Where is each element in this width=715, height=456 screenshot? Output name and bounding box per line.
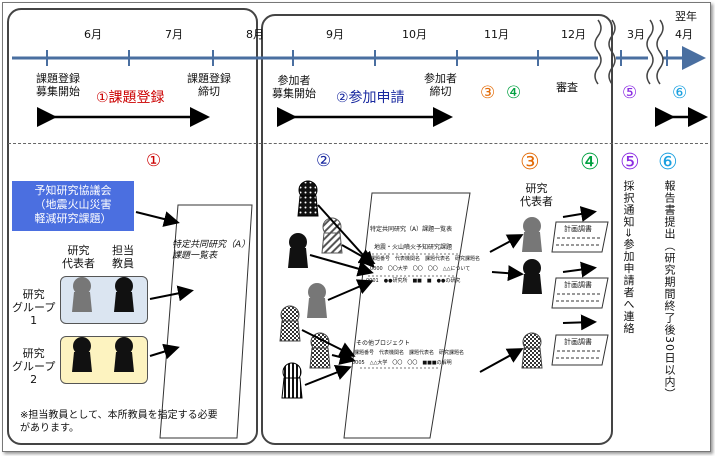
outer-frame bbox=[2, 2, 711, 452]
group1-label: 研究 グループ 1 bbox=[12, 288, 56, 327]
month-10: 10月 bbox=[402, 28, 427, 41]
section-divider bbox=[8, 143, 708, 144]
month-12: 12月 bbox=[561, 28, 586, 41]
panel-phase2 bbox=[261, 14, 613, 445]
section2-sheet-head: 課題番号 代表機関名 課題代表名 研究課題名 bbox=[370, 256, 481, 262]
month-8: 8月 bbox=[246, 28, 264, 41]
month-7: 7月 bbox=[165, 28, 183, 41]
section1-sheet-title: 特定共同研究（A） 課題一覧表 bbox=[172, 240, 251, 261]
section2-sheet-sub1: 地震・火山噴火予知研究課題 bbox=[374, 244, 453, 251]
month-6: 6月 bbox=[84, 28, 102, 41]
event-part-start: 参加者 募集開始 bbox=[272, 74, 316, 100]
timeline-axis bbox=[12, 19, 706, 85]
month-3: 3月 bbox=[627, 28, 645, 41]
section3-mark: ③ bbox=[520, 150, 540, 175]
section2-applicants bbox=[279, 180, 343, 399]
section2-sheet-title: 特定共同研究（A）課題一覧表 bbox=[370, 226, 453, 233]
col-staff-label: 担当 教員 bbox=[112, 244, 134, 270]
section5-mark: ⑤ bbox=[620, 150, 640, 175]
section5-text: 採択通知⇒参加申請者へ連絡 bbox=[622, 180, 635, 335]
section3-rep-label: 研究 代表者 bbox=[520, 182, 553, 208]
section1-note: ※担当教員として、本所教員を指定する必要 があります。 bbox=[20, 410, 218, 434]
col-rep-label: 研究 代表者 bbox=[62, 244, 95, 270]
section2-sheet-sub2: その他プロジェクト bbox=[356, 340, 411, 347]
section1-mark: ① bbox=[146, 151, 162, 171]
event-app-start: 課題登録 募集開始 bbox=[36, 72, 80, 98]
section6-text: 報告書提出（研究期間終了後30日以内） bbox=[663, 180, 676, 400]
doc1-title: 計画調書 bbox=[564, 225, 592, 233]
phase2-label: ②参加申請 bbox=[336, 90, 405, 106]
section1-sheet bbox=[159, 204, 253, 439]
section2-sheet-row1: 0000 〇〇大学 〇〇 〇〇 △△について bbox=[370, 266, 471, 272]
section6-mark: ⑥ bbox=[658, 150, 678, 175]
month-4: 4月 bbox=[675, 28, 693, 41]
phase5-mark: ⑤ bbox=[622, 83, 638, 103]
section2-sheet-row2: 0001 ●●研究所 ■■ ■ ●●の研究 bbox=[366, 278, 461, 284]
phase1-label: ①課題登録 bbox=[96, 90, 165, 106]
event-part-end: 参加者 締切 bbox=[424, 72, 457, 98]
section4-mark: ④ bbox=[580, 150, 600, 175]
phase6-mark: ⑥ bbox=[672, 83, 688, 103]
phase3-mark: ③ bbox=[480, 83, 496, 103]
next-year-label: 翌年 bbox=[675, 10, 697, 23]
doc2-title: 計画調書 bbox=[564, 281, 592, 289]
section1-people bbox=[72, 277, 134, 372]
month-11: 11月 bbox=[484, 28, 509, 41]
phase4-mark: ④ bbox=[506, 83, 522, 103]
section2-mark: ② bbox=[316, 151, 332, 171]
section2-sheet-head2: 課題番号 代表機関名 課題代表名 研究課題名 bbox=[354, 350, 465, 356]
section2-sheet-row3: 0005 △△大学 〇〇 〇〇 ■■■の解明 bbox=[352, 360, 452, 366]
doc3-title: 計画調書 bbox=[564, 338, 592, 346]
panel-phase1 bbox=[7, 8, 258, 445]
group2-label: 研究 グループ 2 bbox=[12, 347, 56, 386]
event-review: 審査 bbox=[556, 81, 578, 94]
council-box: 予知研究協議会 （地震火山災害 軽減研究課題） bbox=[12, 181, 134, 231]
event-app-end: 課題登録 締切 bbox=[187, 72, 231, 98]
section3-representatives bbox=[521, 217, 543, 369]
month-9: 9月 bbox=[326, 28, 344, 41]
